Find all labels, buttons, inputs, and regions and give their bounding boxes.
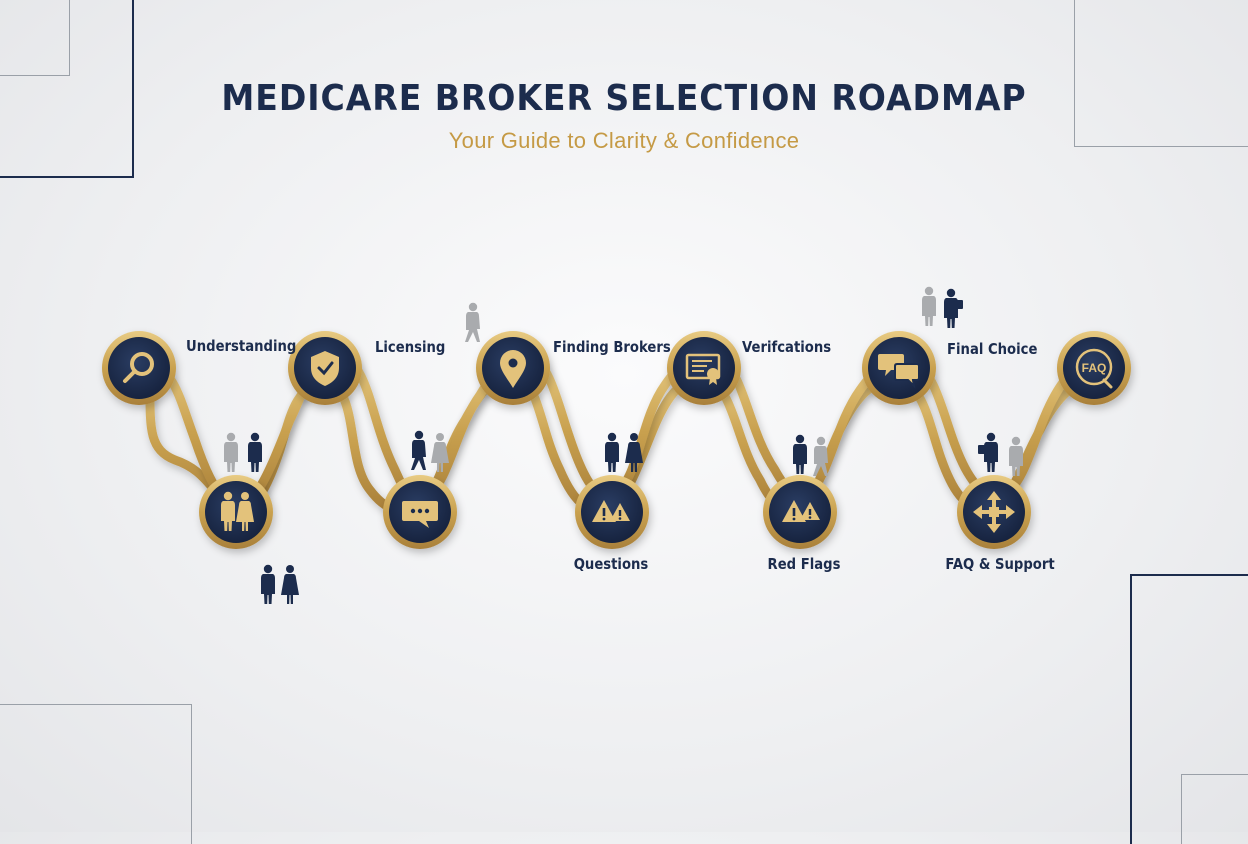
person-icon (465, 302, 480, 342)
faq-icon-text: FAQ (1082, 361, 1107, 375)
step-label-faq-support: FAQ & Support (945, 555, 1055, 573)
step-label-finding-brokers: Finding Brokers (553, 338, 671, 356)
step-node-couple (199, 475, 273, 549)
step-nodes: FAQ (102, 331, 1131, 549)
step-label-questions: Questions (573, 555, 649, 573)
shield-check-icon (311, 351, 339, 386)
corner-frame-bottom-right-inner (1181, 774, 1248, 844)
chat-bubble-icon (402, 501, 438, 528)
corner-frame-bottom-left (0, 704, 192, 844)
step-label-final-choice: Final Choice (947, 340, 1038, 358)
step-node-red-flags (763, 475, 837, 549)
people-group (224, 286, 1023, 604)
briefcase-icon (956, 300, 963, 309)
person-icon (281, 565, 299, 604)
corner-frame-top-left-outer (0, 0, 134, 178)
step-label-verifications: Verifcations (742, 338, 832, 356)
step-node-final-choice (862, 331, 936, 405)
step-node-licensing (288, 331, 362, 405)
briefcase-icon (978, 445, 985, 454)
step-node-finding-brokers (476, 331, 550, 405)
person-icon (984, 432, 998, 472)
move-arrows-icon (973, 491, 1015, 533)
person-icon (248, 432, 262, 472)
person-icon (261, 564, 275, 604)
person-icon (605, 432, 619, 472)
step-label-understanding: Understanding (186, 337, 297, 355)
corner-frame-top-right (1074, 0, 1248, 147)
step-node-faq-support (957, 475, 1031, 549)
step-node-questions (575, 475, 649, 549)
step-label-licensing: Licensing (375, 338, 446, 356)
page-title: MEDICARE BROKER SELECTION ROADMAP (221, 78, 1027, 119)
certificate-icon (685, 353, 721, 385)
faq-icon: FAQ (1075, 348, 1113, 389)
map-pin-icon (500, 350, 526, 388)
person-icon (793, 434, 807, 474)
step-node-understanding (102, 331, 176, 405)
step-node-verifications (667, 331, 741, 405)
step-label-red-flags: Red Flags (767, 555, 841, 573)
corner-frame-top-left-inner (0, 0, 70, 76)
step-node-faq: FAQ (1057, 331, 1131, 405)
warning-icon (782, 500, 820, 522)
corner-frame-bottom-right-outer (1130, 574, 1248, 844)
person-icon (922, 286, 936, 326)
page-subtitle: Your Guide to Clarity & Confidence (448, 128, 800, 153)
warning-icon (592, 500, 630, 522)
person-icon (944, 288, 958, 328)
person-icon (411, 430, 426, 470)
magnifier-icon (123, 352, 154, 383)
step-node-chat (383, 475, 457, 549)
chat-bubbles-icon (878, 354, 920, 389)
person-icon (224, 432, 238, 472)
